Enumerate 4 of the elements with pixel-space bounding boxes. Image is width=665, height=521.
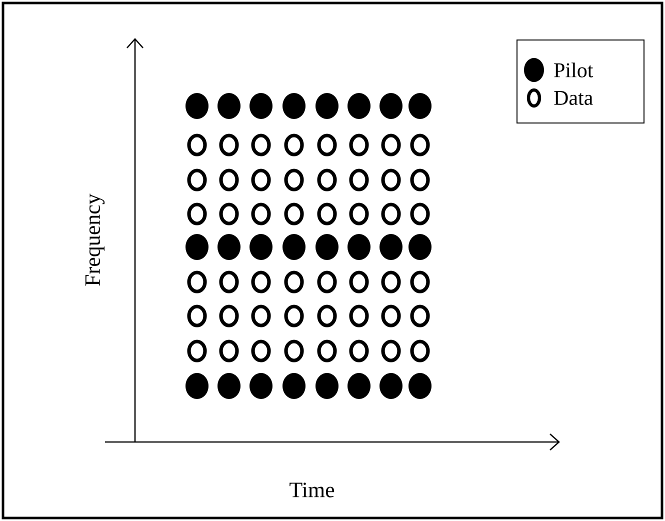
axis-label: Frequency	[85, 194, 105, 286]
legend-text: Data	[554, 91, 593, 105]
axis-label: Time	[290, 482, 334, 498]
legend-text: Pilot	[554, 62, 594, 78]
